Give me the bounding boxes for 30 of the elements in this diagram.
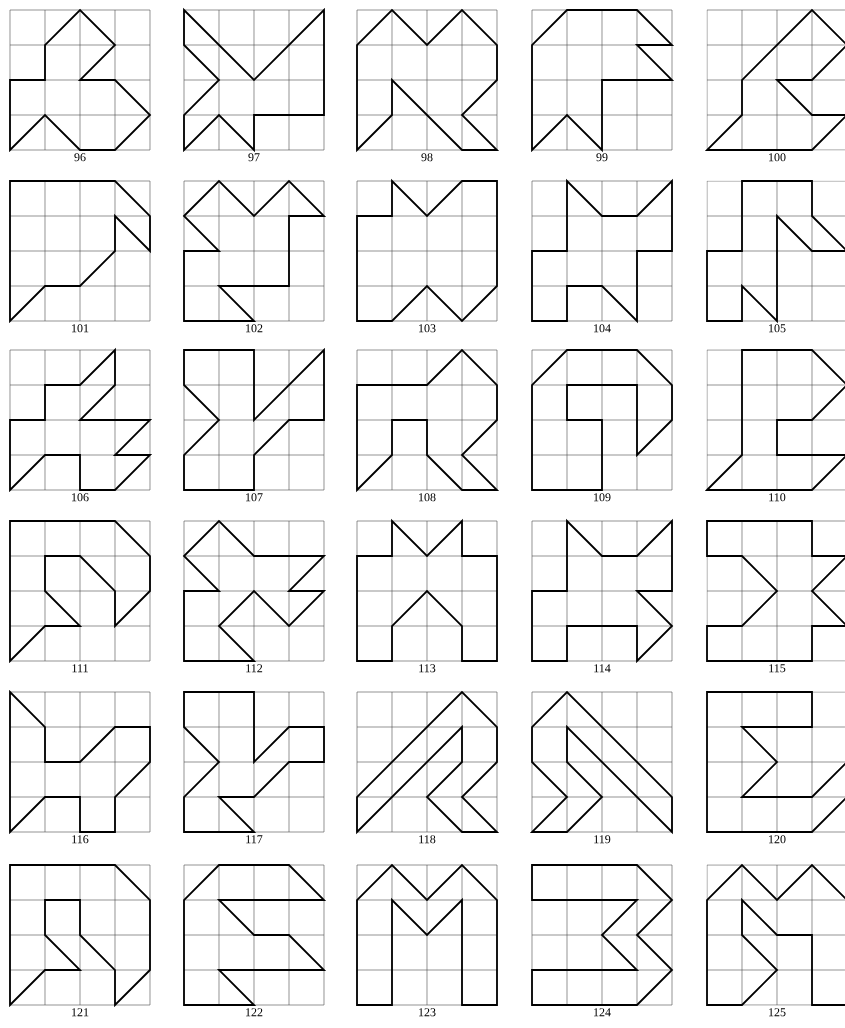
figure-number: 118 [419,835,436,844]
figure-number: 120 [769,835,786,844]
figure-number: 105 [769,324,786,333]
figure-number: 97 [248,153,260,162]
figure-number: 111 [72,664,88,673]
figure-number: 108 [419,493,436,502]
figure-number: 116 [72,835,89,844]
figure-number: 100 [769,153,786,162]
figure-number: 107 [246,493,263,502]
figure-number: 106 [72,493,89,502]
figure-number: 117 [246,835,263,844]
figure-number: 114 [594,664,611,673]
figure-number: 115 [769,664,786,673]
figure-number: 113 [419,664,436,673]
figure-number: 122 [246,1008,263,1017]
figure-number: 123 [419,1008,436,1017]
figure-number: 125 [769,1008,786,1017]
figure-number: 124 [594,1008,611,1017]
figure-number: 110 [769,493,786,502]
figure-number: 99 [596,153,608,162]
figure-number: 101 [72,324,89,333]
figure-number: 104 [594,324,611,333]
figure-number: 96 [74,153,86,162]
figure-number: 98 [421,153,433,162]
figure-number: 103 [419,324,436,333]
figure-number: 112 [246,664,263,673]
figure-number: 102 [246,324,263,333]
figure-number: 109 [594,493,611,502]
figure-number: 121 [72,1008,89,1017]
figure-number: 119 [594,835,611,844]
